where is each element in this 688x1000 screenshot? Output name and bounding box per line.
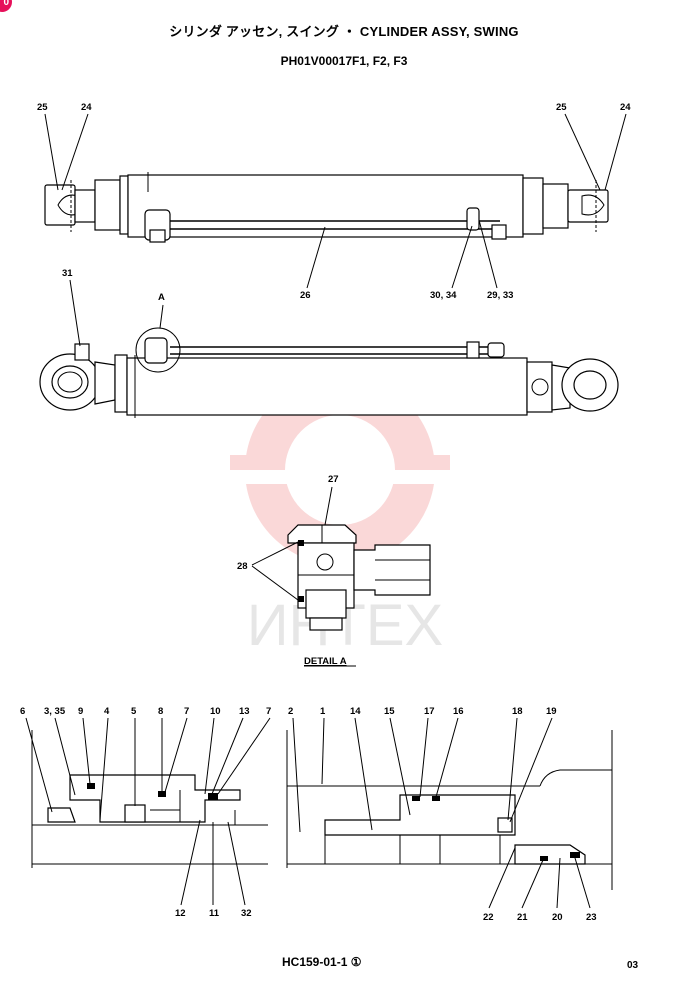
svg-text:25: 25: [37, 102, 48, 113]
right-section-view: [286, 730, 613, 890]
svg-text:5: 5: [131, 706, 137, 717]
svg-text:29, 33: 29, 33: [487, 290, 513, 301]
part-number-subtitle: PH01V00017F1, F2, F3: [280, 54, 408, 68]
drawing-code: HC159-01-1 ①: [282, 955, 362, 969]
svg-text:24: 24: [81, 102, 92, 113]
right-section-labels: 2 1 14 15 17 16 18 19 22 21 20 23: [288, 706, 597, 923]
page-number: 03: [627, 960, 639, 971]
detail-a-labels: 27 28 DETAIL A: [237, 474, 356, 667]
detail-a-drawing: [287, 524, 431, 631]
svg-text:1: 1: [320, 706, 326, 717]
side-view-labels: 31 A: [62, 268, 165, 347]
page-corner-badge: 0: [0, 0, 12, 12]
svg-text:27: 27: [328, 474, 339, 485]
svg-text:6: 6: [20, 706, 25, 717]
left-section-labels: 6 3, 35 9 4 5 8 7 10 13 7 12 11 32: [20, 706, 271, 919]
svg-text:10: 10: [210, 706, 221, 717]
svg-text:9: 9: [78, 706, 83, 717]
svg-text:18: 18: [512, 706, 523, 717]
svg-text:26: 26: [300, 290, 311, 301]
page-title: シリンダ アッセン, スイング ・ CYLINDER ASSY, SWING: [169, 24, 519, 39]
svg-text:15: 15: [384, 706, 395, 717]
svg-text:12: 12: [175, 908, 186, 919]
left-section-view: [31, 730, 268, 868]
svg-text:DETAIL A: DETAIL A: [304, 656, 347, 667]
svg-text:21: 21: [517, 912, 528, 923]
svg-text:7: 7: [266, 706, 271, 717]
svg-text:8: 8: [158, 706, 163, 717]
svg-text:25: 25: [556, 102, 567, 113]
svg-text:17: 17: [424, 706, 435, 717]
svg-text:4: 4: [104, 706, 110, 717]
svg-text:23: 23: [586, 912, 597, 923]
top-view-labels: 25 24 25 24 26 30, 34 29, 33: [37, 102, 631, 301]
svg-text:20: 20: [552, 912, 563, 923]
svg-text:31: 31: [62, 268, 73, 279]
top-view-cylinder: [44, 172, 609, 243]
svg-text:2: 2: [288, 706, 293, 717]
svg-text:19: 19: [546, 706, 557, 717]
side-view-cylinder: [39, 327, 619, 418]
svg-text:14: 14: [350, 706, 361, 717]
svg-text:13: 13: [239, 706, 250, 717]
svg-text:11: 11: [209, 908, 220, 919]
svg-text:24: 24: [620, 102, 631, 113]
svg-text:22: 22: [483, 912, 494, 923]
svg-text:A: A: [158, 292, 165, 303]
svg-text:30, 34: 30, 34: [430, 290, 457, 301]
svg-text:32: 32: [241, 908, 252, 919]
svg-text:3, 35: 3, 35: [44, 706, 66, 717]
svg-text:16: 16: [453, 706, 464, 717]
svg-text:7: 7: [184, 706, 189, 717]
svg-text:28: 28: [237, 561, 248, 572]
